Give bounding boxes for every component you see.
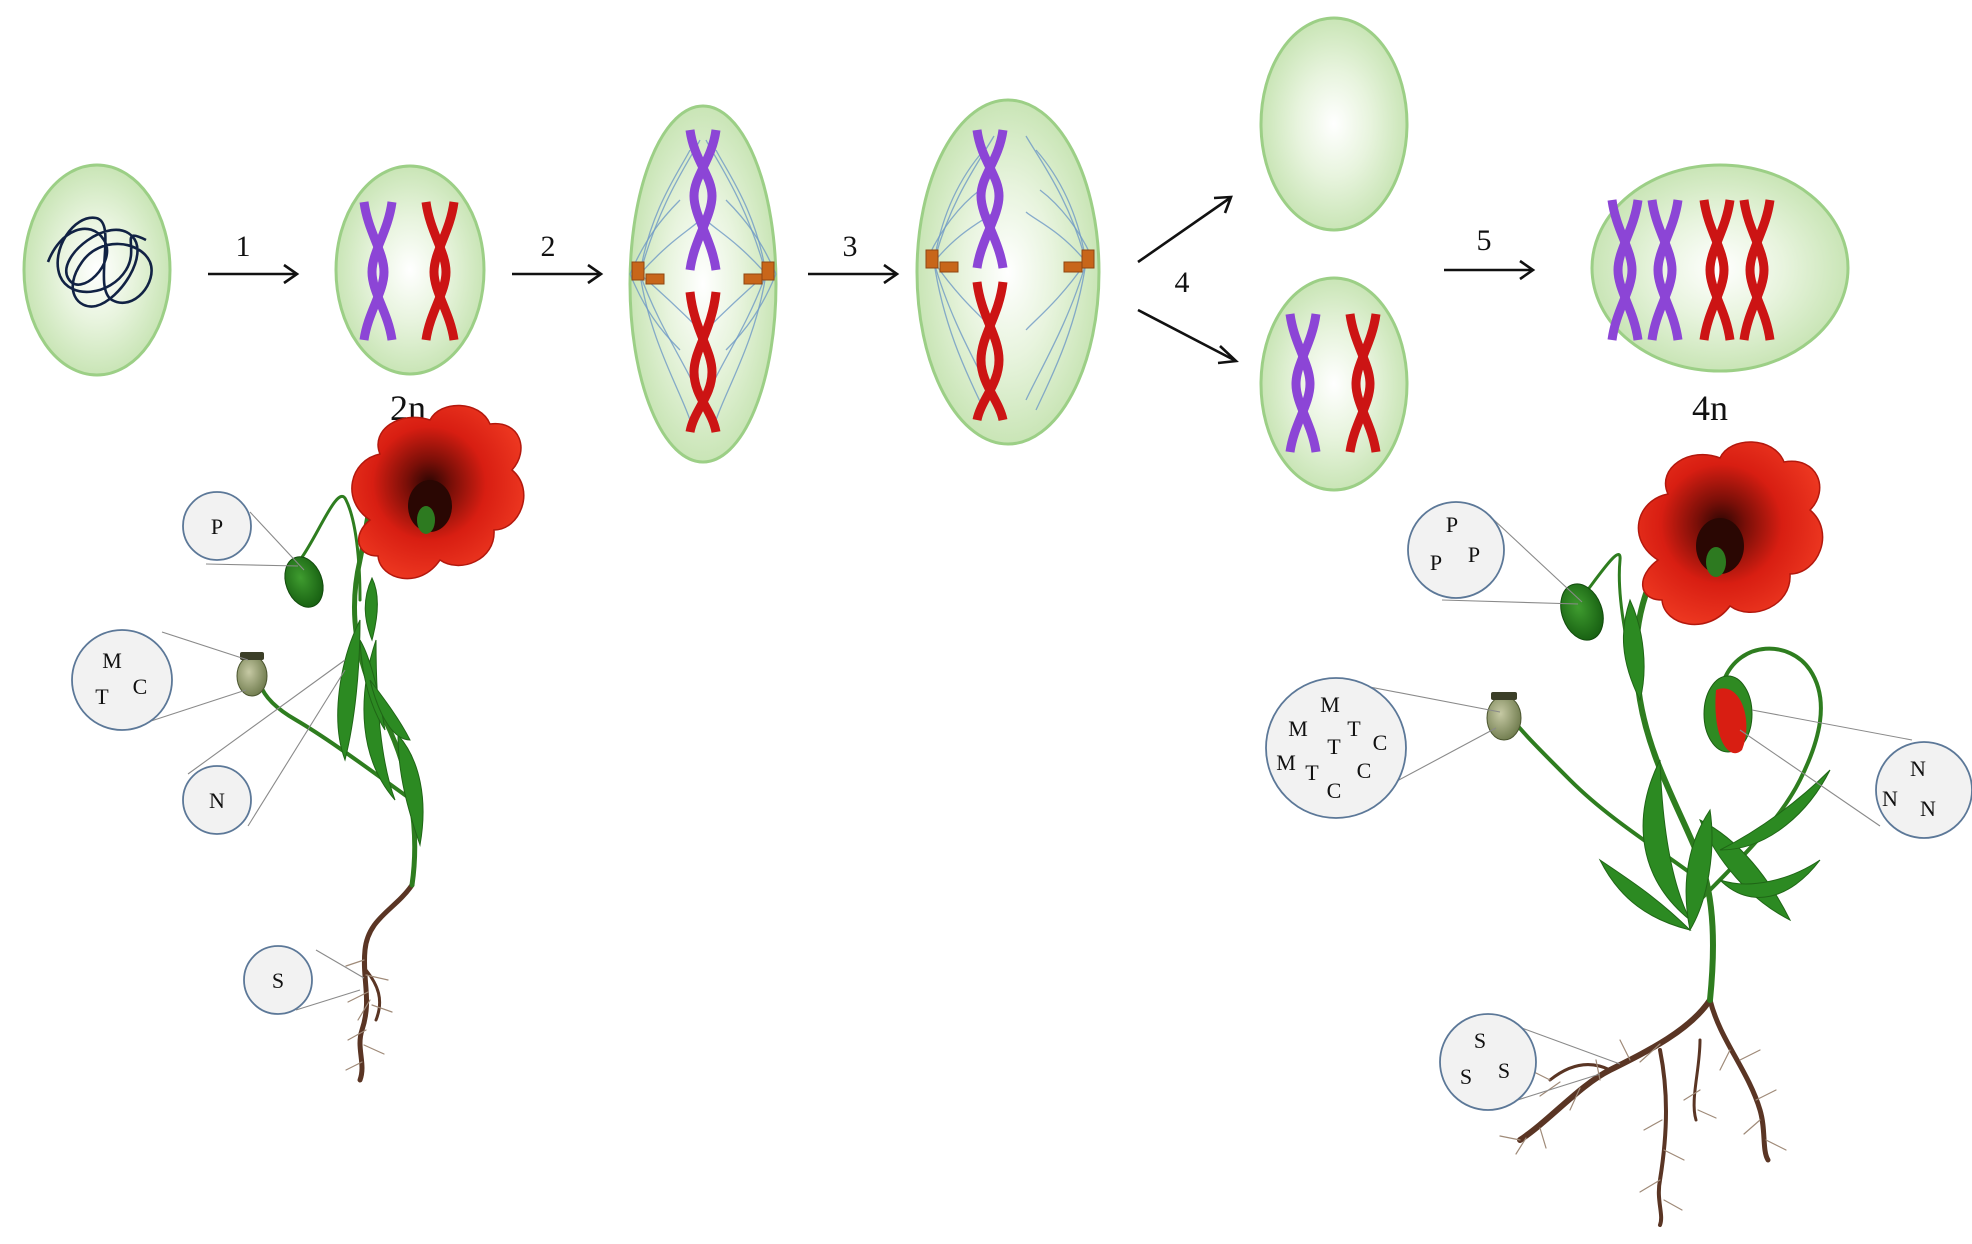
chromosome-red — [1739, 199, 1775, 341]
bubble-letter: N — [209, 788, 225, 813]
chromosome-red — [421, 201, 459, 341]
step-5-label: 5 — [1477, 224, 1492, 257]
chromosome-red — [972, 281, 1008, 422]
bubble-letter: M — [1320, 692, 1340, 717]
poppy-flower — [351, 404, 525, 580]
bubble-letter: T — [1305, 760, 1319, 785]
chromosome-purple — [1647, 199, 1683, 341]
centrosome-left — [631, 261, 665, 285]
chromosome-red — [685, 291, 721, 434]
bubble-letter: P — [1468, 542, 1480, 567]
bubble-nnn: N N N — [1875, 741, 1972, 839]
step-2-arrow: 2 — [512, 230, 604, 285]
bubble-letter: N — [1910, 756, 1926, 781]
bubble-letter: C — [1373, 730, 1388, 755]
bubble-letter: S — [1460, 1064, 1472, 1089]
chromosome-purple — [685, 129, 721, 271]
bubble-s: S — [243, 945, 313, 1015]
cell-interphase — [22, 163, 172, 377]
poppy-flower — [1637, 441, 1824, 626]
step-4-label: 4 — [1175, 266, 1190, 299]
seed-pod — [1486, 695, 1522, 741]
bubble-letter: T — [95, 684, 109, 709]
bubble-letter: C — [133, 674, 148, 699]
bubble-p: P — [182, 491, 252, 561]
bubble-mtc: M C T — [71, 629, 173, 731]
chromosome-purple — [972, 129, 1008, 269]
bubble-letter: N — [1920, 796, 1936, 821]
cell-metaphase — [628, 104, 778, 464]
bubble-mtc-multi: M M T C M T C T C — [1265, 677, 1407, 819]
bubble-letter: S — [1474, 1028, 1486, 1053]
opening-bud — [1703, 675, 1753, 754]
bubble-letter: T — [1327, 734, 1341, 759]
bubble-letter: M — [1276, 750, 1296, 775]
chromatin-tangle — [46, 216, 153, 308]
step-3-label: 3 — [843, 230, 858, 263]
seed-pod — [236, 655, 268, 697]
step-3-arrow: 3 — [808, 230, 900, 285]
step-1-label: 1 — [236, 230, 251, 263]
tetraploid-poppy-plant: P P P M M T C M T C T C N N N S S S — [1265, 441, 1972, 1227]
centrosome-right — [1063, 249, 1095, 273]
step-1-arrow: 1 — [208, 230, 300, 285]
bubble-letter: T — [1347, 716, 1361, 741]
bubble-letter: C — [1327, 778, 1342, 803]
centrosome-left — [925, 249, 959, 273]
cell-chromosome-daughter — [1259, 276, 1409, 492]
chromosome-red — [1699, 199, 1735, 341]
bubble-letter: P — [1430, 550, 1442, 575]
cell-diploid — [334, 164, 486, 376]
bubble-letter: S — [1498, 1058, 1510, 1083]
bubble-letter: P — [1446, 512, 1458, 537]
chromosome-purple — [1285, 313, 1321, 453]
leader-lines — [147, 511, 365, 1011]
bubble-letter: M — [1288, 716, 1308, 741]
step-5-arrow: 5 — [1444, 224, 1536, 281]
chromosome-purple — [359, 201, 397, 341]
diploid-poppy-plant: P M C T N S — [71, 404, 525, 1083]
cell-blocked-anaphase — [915, 98, 1101, 446]
bubble-letter: M — [102, 648, 122, 673]
bud — [284, 556, 324, 608]
step-2-label: 2 — [541, 230, 556, 263]
centrosome-right — [743, 261, 775, 285]
bud — [1560, 583, 1604, 641]
bubble-n: N — [182, 765, 252, 835]
bubble-sss: S S S — [1439, 1013, 1537, 1111]
bubble-letter: N — [1882, 786, 1898, 811]
bubble-letter: S — [272, 968, 284, 993]
chromosome-red — [1345, 313, 1381, 453]
bubble-letter: C — [1357, 758, 1372, 783]
step-4-arrows: 4 — [1137, 195, 1239, 365]
bubble-letter: P — [211, 514, 223, 539]
leader-lines — [1353, 519, 1913, 1109]
cell-empty-daughter — [1259, 16, 1409, 232]
ploidy-4n-label: 4n — [1692, 388, 1728, 428]
bubble-ppp: P P P — [1407, 501, 1505, 599]
cell-tetraploid — [1590, 163, 1850, 373]
chromosome-purple — [1607, 199, 1643, 341]
